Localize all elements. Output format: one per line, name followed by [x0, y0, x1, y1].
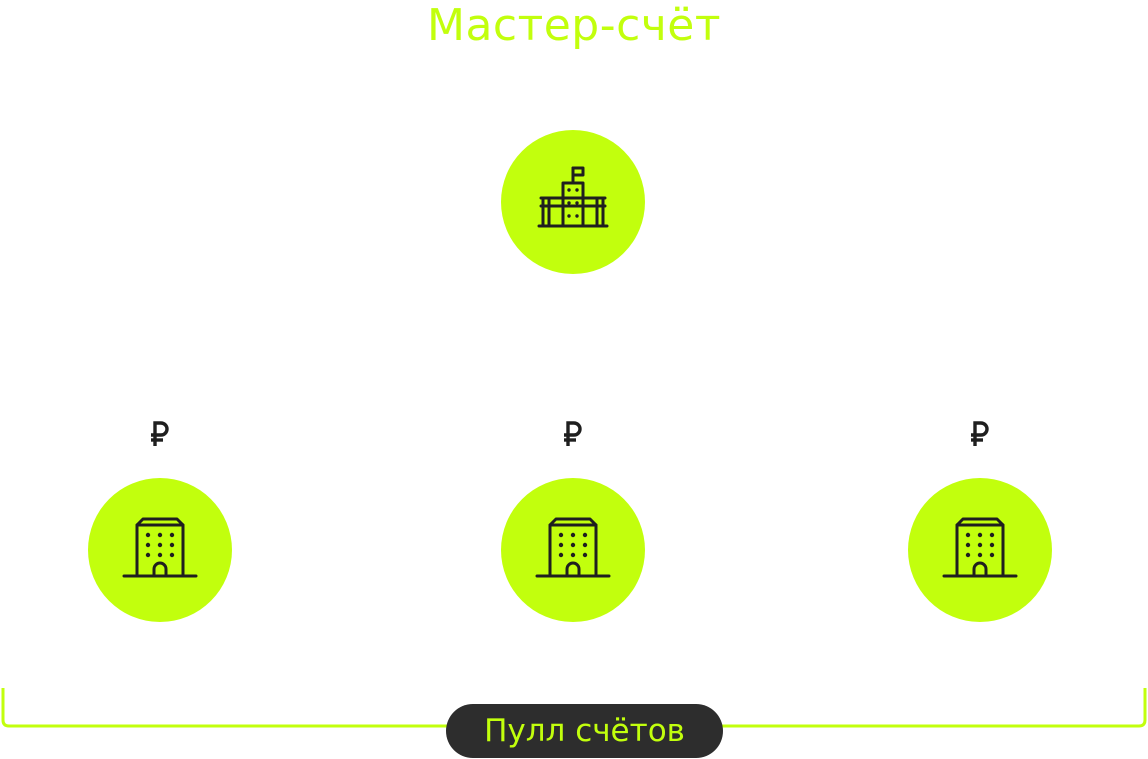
- pool-label: Пулл счётов: [446, 704, 723, 758]
- child-account-node: [88, 478, 232, 622]
- ruble-icon: [553, 414, 593, 454]
- child-account-node: [908, 478, 1052, 622]
- master-account-node: [501, 130, 645, 274]
- diagram-title: Мастер-счёт: [426, 0, 721, 51]
- office-building-icon: [122, 517, 198, 578]
- government-building-icon: [537, 166, 609, 228]
- ruble-icon: [140, 414, 180, 454]
- office-building-icon: [535, 517, 611, 578]
- pool-bracket: [1, 688, 1147, 728]
- child-account-node: [501, 478, 645, 622]
- office-building-icon: [942, 517, 1018, 578]
- ruble-icon: [960, 414, 1000, 454]
